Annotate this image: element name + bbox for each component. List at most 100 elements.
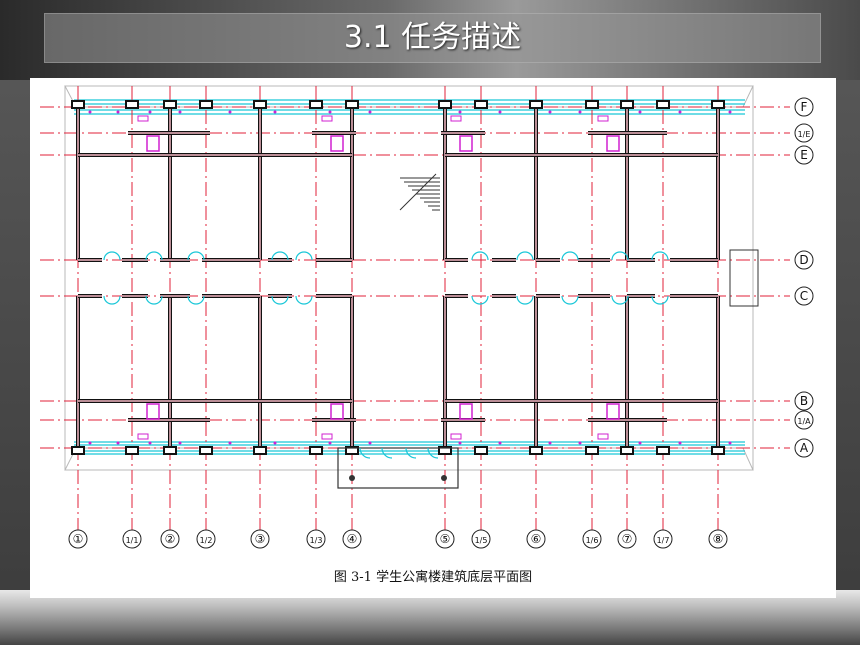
balcony-marker bbox=[498, 110, 502, 114]
pier bbox=[585, 100, 599, 109]
toilet-fixture bbox=[459, 135, 473, 152]
door-swing bbox=[303, 251, 313, 261]
pier bbox=[253, 446, 267, 455]
pier bbox=[620, 446, 634, 455]
pier bbox=[71, 446, 85, 455]
grid-label-column: ④ bbox=[347, 532, 358, 546]
door-swing bbox=[153, 251, 163, 261]
grid-label-row: A bbox=[800, 441, 809, 455]
grid-label-column: 1/6 bbox=[586, 536, 599, 545]
footer-background bbox=[0, 590, 860, 645]
pier bbox=[199, 446, 213, 455]
door-swing bbox=[187, 295, 197, 305]
grid-bubble-row bbox=[794, 286, 814, 306]
pier bbox=[474, 100, 488, 109]
pier bbox=[711, 100, 725, 109]
grid-label-row: 1/A bbox=[797, 417, 811, 426]
pier bbox=[345, 100, 359, 109]
door-swing bbox=[524, 251, 534, 261]
door-swing bbox=[295, 295, 305, 305]
pier bbox=[345, 446, 359, 455]
pier bbox=[309, 446, 323, 455]
pier bbox=[656, 446, 670, 455]
toilet-fixture bbox=[146, 403, 160, 420]
grid-bubble-row bbox=[794, 97, 814, 117]
sink-fixture bbox=[450, 115, 462, 122]
balcony-marker bbox=[498, 441, 502, 445]
grid-label-row: E bbox=[800, 148, 808, 162]
grid-bubble-row bbox=[794, 250, 814, 270]
side-entrance bbox=[729, 249, 759, 307]
balcony-marker bbox=[678, 441, 682, 445]
grid-bubble-column bbox=[617, 529, 637, 549]
grid-label-column: 1/2 bbox=[200, 536, 213, 545]
balcony-marker bbox=[638, 441, 642, 445]
entrance-door bbox=[405, 447, 417, 459]
balcony-marker bbox=[678, 110, 682, 114]
grid-bubble-row bbox=[794, 391, 814, 411]
pier bbox=[438, 100, 452, 109]
grid-bubble-column bbox=[582, 529, 602, 549]
balcony-marker bbox=[578, 110, 582, 114]
balcony-marker bbox=[728, 110, 732, 114]
grid-label-column: 1/7 bbox=[657, 536, 670, 545]
balcony-marker bbox=[548, 441, 552, 445]
entrance-door bbox=[381, 447, 393, 459]
sink-fixture bbox=[321, 433, 333, 440]
door-swing bbox=[651, 251, 661, 261]
door-swing bbox=[279, 295, 289, 305]
toilet-fixture bbox=[330, 135, 344, 152]
balcony-marker bbox=[273, 441, 277, 445]
balcony-marker bbox=[178, 441, 182, 445]
door-swing bbox=[195, 251, 205, 261]
toilet-fixture bbox=[459, 403, 473, 420]
stair-edge bbox=[399, 173, 437, 211]
grid-label-column: ⑦ bbox=[622, 532, 633, 546]
figure-caption: 图 3-1 学生公寓楼建筑底层平面图 bbox=[333, 570, 533, 585]
door-swing bbox=[195, 295, 205, 305]
balcony-marker bbox=[548, 110, 552, 114]
pier bbox=[71, 100, 85, 109]
balcony-marker bbox=[578, 441, 582, 445]
sink-fixture bbox=[597, 433, 609, 440]
grid-bubble-column bbox=[250, 529, 270, 549]
door-swing bbox=[611, 295, 621, 305]
grid-bubble-column bbox=[708, 529, 728, 549]
door-swing bbox=[611, 251, 621, 261]
door-swing bbox=[153, 295, 163, 305]
balcony-marker bbox=[116, 441, 120, 445]
pier bbox=[253, 100, 267, 109]
slide-title: 3.1 任务描述 bbox=[343, 20, 522, 55]
door-swing bbox=[271, 251, 281, 261]
grid-label-row: D bbox=[799, 253, 808, 267]
door-swing bbox=[659, 295, 669, 305]
toilet-fixture bbox=[606, 135, 620, 152]
toilet-fixture bbox=[330, 403, 344, 420]
door-swing bbox=[295, 251, 305, 261]
sink-fixture bbox=[321, 115, 333, 122]
grid-bubble-row bbox=[794, 410, 814, 430]
door-swing bbox=[111, 295, 121, 305]
pier bbox=[529, 100, 543, 109]
porch-column bbox=[441, 475, 447, 481]
door-swing bbox=[479, 251, 489, 261]
door-swing bbox=[471, 251, 481, 261]
pier bbox=[656, 100, 670, 109]
door-swing bbox=[524, 295, 534, 305]
door-swing bbox=[561, 251, 571, 261]
pier bbox=[125, 100, 139, 109]
balcony-marker bbox=[728, 441, 732, 445]
door-swing bbox=[145, 295, 155, 305]
door-swing bbox=[561, 295, 571, 305]
balcony-marker bbox=[88, 441, 92, 445]
grid-label-column: ③ bbox=[255, 532, 266, 546]
door-swing bbox=[659, 251, 669, 261]
entrance-door bbox=[427, 447, 439, 459]
grid-bubble-column bbox=[160, 529, 180, 549]
sink-fixture bbox=[450, 433, 462, 440]
pier bbox=[199, 100, 213, 109]
pier bbox=[309, 100, 323, 109]
balcony-marker bbox=[328, 441, 332, 445]
